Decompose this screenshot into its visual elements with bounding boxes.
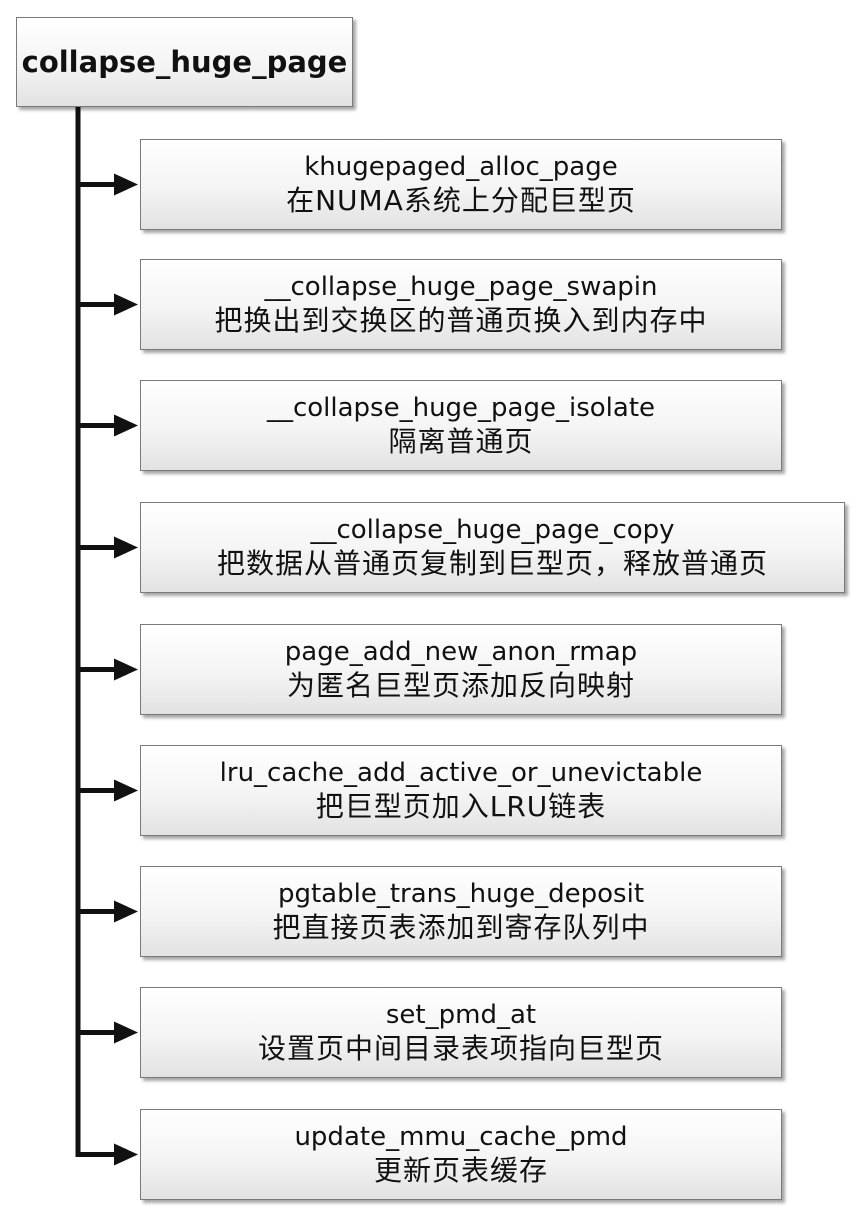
step-description: 把换出到交换区的普通页换入到内存中 bbox=[214, 304, 708, 338]
step-node-lru-cache-add-active-or-unevictable: lru_cache_add_active_or_unevictable 把巨型页… bbox=[140, 745, 782, 836]
step-node-collapse-huge-page-copy: __collapse_huge_page_copy 把数据从普通页复制到巨型页，… bbox=[140, 502, 845, 593]
arrowhead-icon bbox=[114, 1143, 138, 1166]
step-description: 为匿名巨型页添加反向映射 bbox=[286, 669, 635, 703]
arrowhead-icon bbox=[114, 414, 138, 437]
arrowhead-icon bbox=[114, 900, 138, 923]
step-node-khugepaged-alloc-page: khugepaged_alloc_page 在NUMA系统上分配巨型页 bbox=[140, 139, 782, 230]
step-description: 在NUMA系统上分配巨型页 bbox=[286, 184, 636, 218]
step-description: 隔离普通页 bbox=[388, 425, 534, 459]
step-node-pgtable-trans-huge-deposit: pgtable_trans_huge_deposit 把直接页表添加到寄存队列中 bbox=[140, 866, 782, 957]
step-function-name: lru_cache_add_active_or_unevictable bbox=[219, 757, 703, 788]
step-function-name: pgtable_trans_huge_deposit bbox=[277, 878, 645, 909]
step-node-collapse-huge-page-swapin: __collapse_huge_page_swapin 把换出到交换区的普通页换… bbox=[140, 259, 782, 350]
step-node-update-mmu-cache-pmd: update_mmu_cache_pmd 更新页表缓存 bbox=[140, 1109, 782, 1200]
step-description: 设置页中间目录表项指向巨型页 bbox=[257, 1032, 664, 1066]
step-function-name: __collapse_huge_page_isolate bbox=[266, 392, 656, 423]
root-label: collapse_huge_page bbox=[21, 45, 348, 79]
arrowhead-icon bbox=[114, 173, 138, 196]
step-function-name: update_mmu_cache_pmd bbox=[294, 1121, 628, 1152]
step-description: 更新页表缓存 bbox=[373, 1154, 548, 1188]
step-node-page-add-new-anon-rmap: page_add_new_anon_rmap 为匿名巨型页添加反向映射 bbox=[140, 624, 782, 715]
arrowhead-icon bbox=[114, 536, 138, 559]
step-description: 把数据从普通页复制到巨型页，释放普通页 bbox=[216, 547, 768, 581]
step-node-set-pmd-at: set_pmd_at 设置页中间目录表项指向巨型页 bbox=[140, 987, 782, 1078]
step-function-name: __collapse_huge_page_swapin bbox=[264, 271, 658, 302]
arrowhead-icon bbox=[114, 658, 138, 681]
step-description: 把巨型页加入LRU链表 bbox=[315, 790, 607, 824]
step-node-collapse-huge-page-isolate: __collapse_huge_page_isolate 隔离普通页 bbox=[140, 380, 782, 471]
step-function-name: khugepaged_alloc_page bbox=[304, 151, 618, 182]
arrowhead-icon bbox=[114, 779, 138, 802]
step-function-name: __collapse_huge_page_copy bbox=[310, 514, 675, 545]
step-description: 把直接页表添加到寄存队列中 bbox=[272, 911, 650, 945]
step-function-name: page_add_new_anon_rmap bbox=[284, 636, 638, 667]
arrowhead-icon bbox=[114, 1021, 138, 1044]
step-function-name: set_pmd_at bbox=[385, 999, 537, 1030]
arrowhead-icon bbox=[114, 293, 138, 316]
root-node: collapse_huge_page bbox=[16, 17, 353, 107]
